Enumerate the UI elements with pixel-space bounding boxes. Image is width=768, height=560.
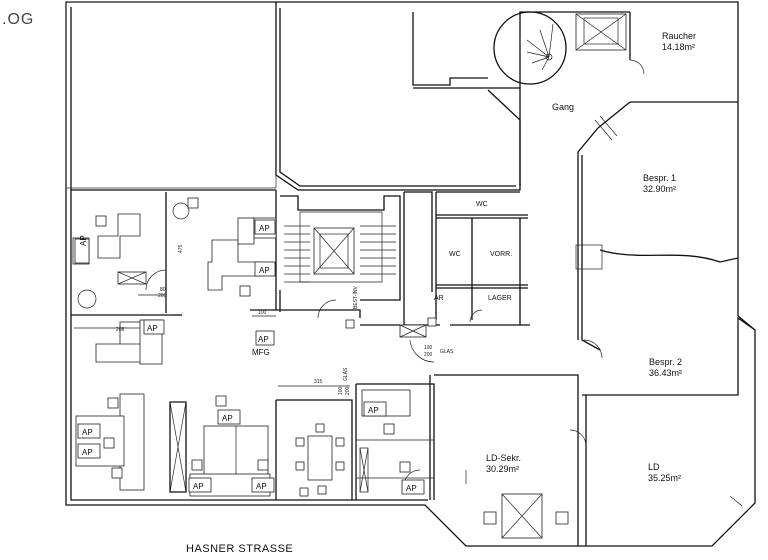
dim-glas: GLAS	[440, 349, 454, 355]
svg-text:AP: AP	[79, 235, 88, 246]
room-raucher-area: 14.18m²	[662, 42, 695, 52]
room-ar-name: AR	[434, 295, 444, 302]
room-raucher-name: Raucher	[662, 31, 696, 41]
svg-text:AP: AP	[406, 484, 417, 493]
dim-200b: 200	[424, 352, 433, 358]
street-label: HASNER STRASSE	[186, 543, 293, 555]
dim-100c: 100	[338, 386, 344, 395]
dim-315: 315	[314, 379, 323, 385]
dimension-annotations: 80 200 475 208 100 BEST-INV 100 200 GLAS…	[74, 244, 454, 395]
svg-text:AP: AP	[259, 266, 270, 275]
svg-text:AP: AP	[147, 324, 158, 333]
ap-5: AP	[255, 330, 275, 346]
wc-block	[345, 191, 530, 338]
dim-475: 475	[178, 244, 184, 253]
dim-100a: 100	[258, 310, 267, 316]
ap-10: AP	[251, 477, 275, 493]
room-wc2-name: WC	[449, 251, 461, 258]
svg-text:AP: AP	[259, 224, 270, 233]
stair-core	[279, 195, 401, 319]
north-rooms	[412, 12, 738, 186]
room-ldsekr-area: 30.29m²	[486, 464, 519, 474]
room-ld-area: 35.25m²	[648, 473, 681, 483]
ap-3: AP	[254, 261, 276, 277]
room-bespr1-area: 32.90m²	[643, 184, 676, 194]
south-central	[169, 375, 587, 500]
dim-best: BEST-INV	[353, 286, 359, 309]
ap-8: AP	[217, 409, 241, 425]
dim-208: 208	[116, 327, 125, 333]
room-bespr2-area: 36.43m²	[649, 368, 682, 378]
svg-text:AP: AP	[222, 414, 233, 423]
ap-9: AP	[188, 477, 212, 493]
workstations: AP AP AP AP AP AP AP AP AP AP AP AP MFG	[74, 219, 425, 495]
ap-1: AP	[74, 235, 90, 264]
dim-80: 80	[160, 287, 166, 293]
svg-text:AP: AP	[82, 428, 93, 437]
mfg-label: MFG	[252, 348, 270, 357]
room-gang-name: Gang	[552, 102, 574, 112]
dim-glas2: GLAS	[343, 367, 349, 381]
ap-7: AP	[77, 443, 101, 459]
ap-4: AP	[143, 319, 165, 335]
dim-200a: 200	[158, 293, 167, 299]
outer-walls	[65, 1, 756, 547]
left-offices	[71, 189, 361, 318]
ap-12: AP	[401, 479, 425, 495]
dim-200c: 200	[345, 386, 351, 395]
ap-11: AP	[363, 401, 387, 417]
corridor-walls	[434, 101, 756, 546]
room-bespr1-name: Bespr. 1	[643, 173, 676, 183]
svg-text:AP: AP	[368, 406, 379, 415]
svg-text:AP: AP	[82, 448, 93, 457]
svg-text:AP: AP	[258, 335, 269, 344]
room-lager-name: LAGER	[488, 295, 512, 302]
ap-2: AP	[254, 219, 276, 235]
room-wc1-name: WC	[476, 201, 488, 208]
room-ld-name: LD	[648, 462, 660, 472]
room-ldsekr-name: LD-Sekr.	[486, 453, 521, 463]
svg-text:AP: AP	[256, 482, 267, 491]
room-labels: Raucher 14.18m² Gang Bespr. 1 32.90m² Be…	[434, 31, 696, 483]
room-vorr-name: VORR.	[490, 251, 512, 258]
room-bespr2-name: Bespr. 2	[649, 357, 682, 367]
dim-100b: 100	[424, 345, 433, 351]
floor-label: .OG	[2, 11, 34, 28]
courtyard	[65, 1, 277, 189]
svg-text:AP: AP	[193, 482, 204, 491]
spiral-staircase	[493, 11, 627, 85]
ap-6: AP	[77, 423, 101, 439]
